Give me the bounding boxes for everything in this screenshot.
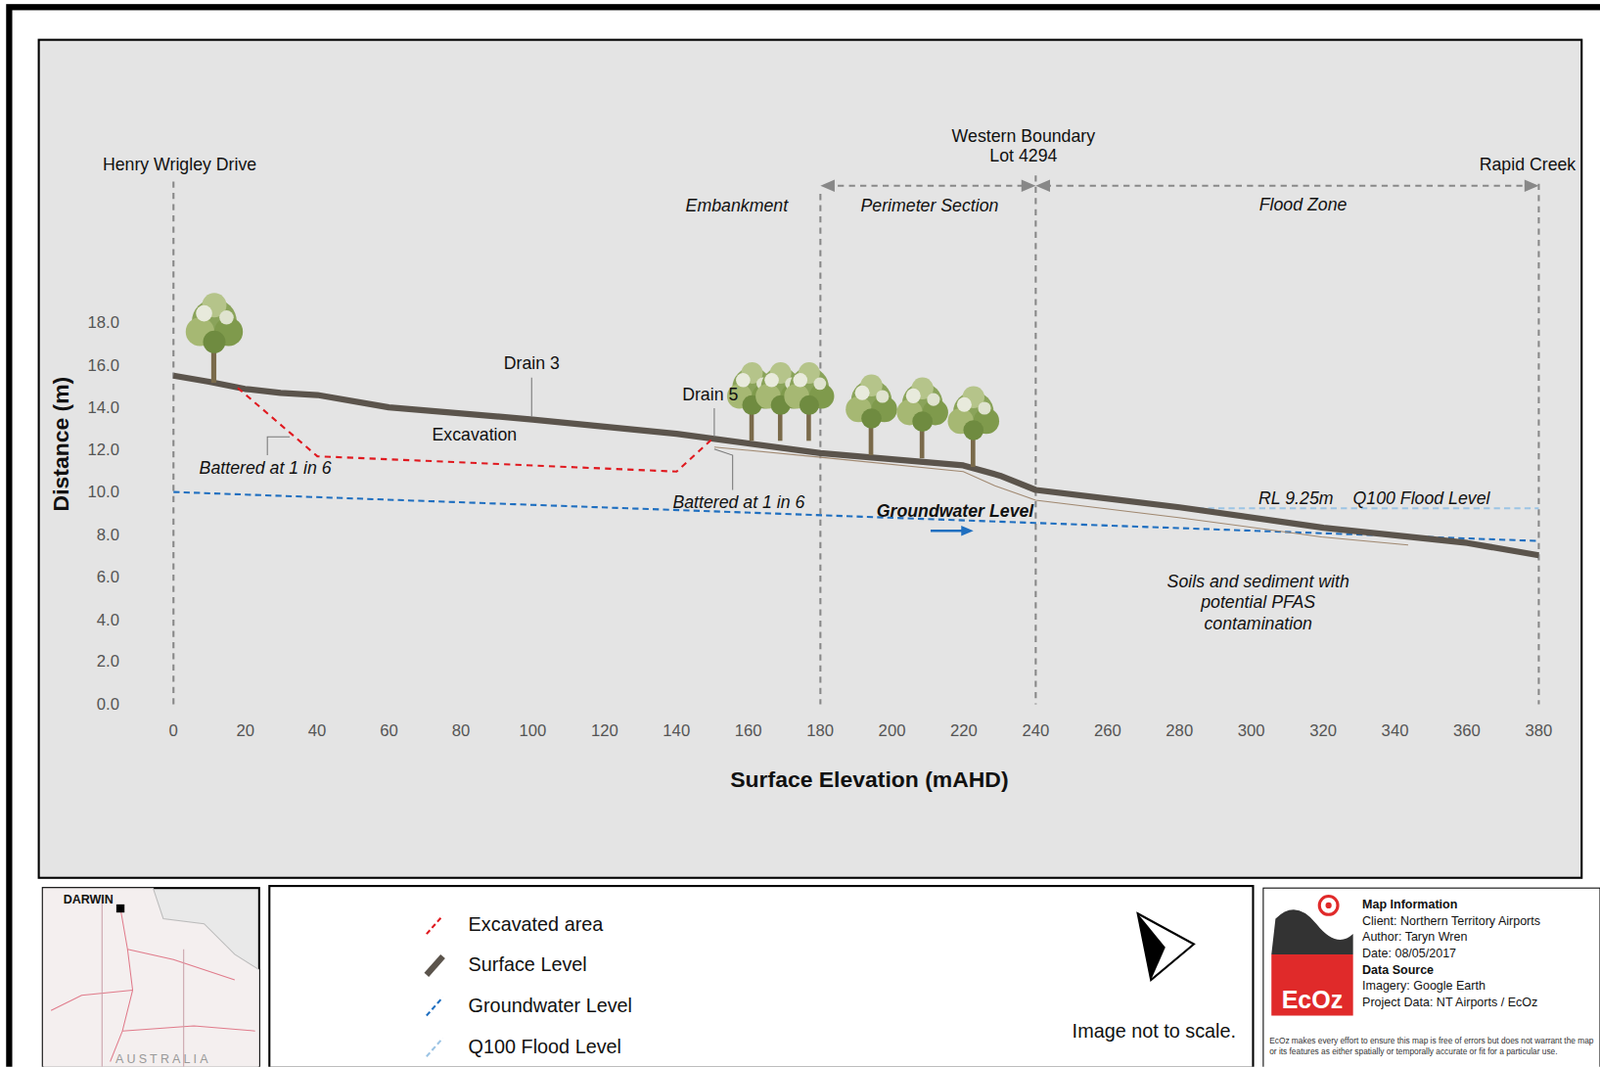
legend-text: Excavated area — [468, 913, 604, 937]
axis-tick: 40 — [308, 721, 327, 741]
axis-tick: 300 — [1237, 721, 1266, 741]
groundwater-label: Groundwater Level — [876, 502, 1035, 523]
drain-label: Drain 3 — [503, 354, 560, 375]
zone-label: Flood Zone — [1259, 194, 1348, 216]
legend-swatch — [422, 994, 448, 1019]
axis-tick: 140 — [662, 721, 690, 741]
legend-text: Groundwater Level — [468, 994, 633, 1018]
legend-swatch — [422, 953, 448, 978]
axis-tick: 220 — [950, 721, 978, 741]
info-heading: Data Source — [1362, 961, 1434, 977]
axis-tick: 240 — [1021, 721, 1050, 741]
legend-text: Q100 Flood Level — [468, 1035, 622, 1059]
axis-tick: 4.0 — [96, 609, 120, 630]
scale-note: Image not to scale. — [1072, 1019, 1236, 1044]
axis-tick: 0.0 — [96, 693, 120, 714]
axis-tick: 200 — [878, 721, 907, 741]
axis-tick: 16.0 — [88, 355, 120, 375]
legend-swatch — [422, 912, 448, 937]
flood-level-label: Q100 Flood Level — [1353, 488, 1491, 509]
info-line: Imagery: Google Earth — [1362, 978, 1486, 994]
disclaimer: EcOz makes every effort to ensure this m… — [1269, 1036, 1597, 1056]
batter-note: Battered at 1 in 6 — [199, 457, 332, 479]
flood-level-label: RL 9.25m — [1258, 488, 1334, 509]
axis-tick: 80 — [452, 721, 471, 741]
axis-tick: 12.0 — [88, 439, 120, 459]
info-heading: Map Information — [1362, 896, 1458, 912]
batter-note: Battered at 1 in 6 — [672, 492, 805, 513]
axis-tick: 120 — [591, 721, 619, 741]
logo-text: EcOz — [1281, 985, 1344, 1015]
info-line: Date: 08/05/2017 — [1362, 945, 1457, 960]
axis-tick: 20 — [235, 721, 255, 741]
road-label: Henry Wrigley Drive — [102, 154, 257, 176]
axis-tick: 100 — [518, 721, 547, 741]
excavation-label: Excavation — [432, 425, 518, 447]
info-line: Project Data: NT Airports / EcOz — [1362, 994, 1538, 1009]
boundary-label: Western Boundary Lot 4294 — [947, 126, 1100, 169]
axis-tick: 10.0 — [88, 482, 120, 503]
axis-tick: 8.0 — [96, 524, 120, 545]
axis-title: Surface Elevation (mAHD) — [730, 766, 1008, 794]
axis-tick: 320 — [1309, 721, 1337, 741]
axis-title: Distance (m) — [47, 376, 76, 512]
axis-tick: 380 — [1524, 721, 1553, 741]
creek-label: Rapid Creek — [1479, 154, 1577, 176]
legend-swatch — [422, 1034, 448, 1059]
axis-tick: 14.0 — [88, 397, 120, 417]
map-place: DARWIN — [63, 891, 114, 907]
info-line: Client: Northern Territory Airports — [1362, 913, 1541, 928]
legend-text: Surface Level — [468, 954, 588, 978]
drain-label: Drain 5 — [682, 384, 738, 406]
axis-tick: 60 — [379, 721, 399, 741]
axis-tick: 160 — [734, 721, 763, 741]
zone-label: Embankment — [685, 195, 788, 217]
axis-tick: 260 — [1094, 721, 1122, 741]
info-line: Author: Taryn Wren — [1362, 929, 1467, 945]
map-place: AUSTRALIA — [115, 1051, 212, 1067]
contamination-note: Soils and sediment with potential PFAS c… — [1150, 571, 1366, 635]
axis-tick: 360 — [1453, 721, 1481, 741]
axis-tick: 0 — [169, 721, 179, 741]
axis-tick: 180 — [806, 721, 834, 741]
axis-tick: 340 — [1381, 721, 1410, 741]
axis-tick: 2.0 — [96, 651, 120, 672]
axis-tick: 18.0 — [88, 312, 120, 332]
axis-tick: 6.0 — [96, 566, 120, 587]
zone-label: Perimeter Section — [860, 195, 999, 217]
axis-tick: 280 — [1165, 721, 1193, 741]
